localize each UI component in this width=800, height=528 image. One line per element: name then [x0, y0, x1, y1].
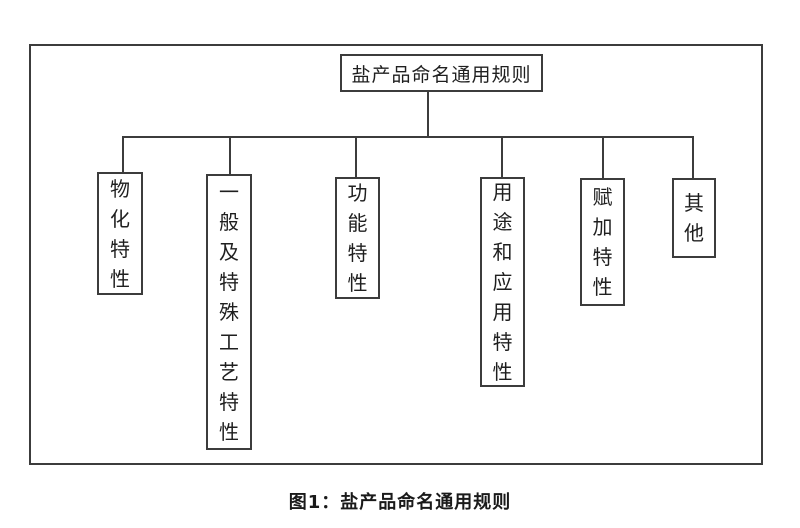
connector-drop-6: [692, 138, 694, 178]
leaf-node-other: 其 他: [672, 178, 716, 258]
connector-drop-2: [229, 138, 231, 174]
connector-horizontal: [122, 136, 694, 138]
connector-trunk: [427, 92, 429, 136]
leaf-node-label: 物 化 特 性: [110, 176, 130, 291]
connector-drop-3: [355, 138, 357, 177]
leaf-node-label: 用 途 和 应 用 特 性: [492, 180, 513, 384]
figure-caption: 图1：盐产品命名通用规则: [288, 492, 512, 513]
leaf-node-physicochemical: 物 化 特 性: [97, 172, 143, 295]
root-node: 盐产品命名通用规则: [340, 54, 543, 92]
leaf-node-label: 赋 加 特 性: [592, 185, 613, 299]
connector-drop-4: [501, 138, 503, 177]
connector-drop-1: [122, 138, 124, 172]
diagram-border: [29, 44, 763, 465]
leaf-node-added: 赋 加 特 性: [580, 178, 625, 306]
leaf-node-usage-application: 用 途 和 应 用 特 性: [480, 177, 525, 387]
leaf-node-functional: 功 能 特 性: [335, 177, 380, 299]
leaf-node-label: 功 能 特 性: [347, 181, 368, 295]
leaf-node-label: 其 他: [684, 191, 704, 245]
root-node-label: 盐产品命名通用规则: [351, 63, 532, 86]
leaf-node-label: 一 般 及 特 殊 工 艺 特 性: [219, 180, 239, 444]
connector-drop-5: [602, 138, 604, 178]
leaf-node-general-special-process: 一 般 及 特 殊 工 艺 特 性: [206, 174, 252, 450]
